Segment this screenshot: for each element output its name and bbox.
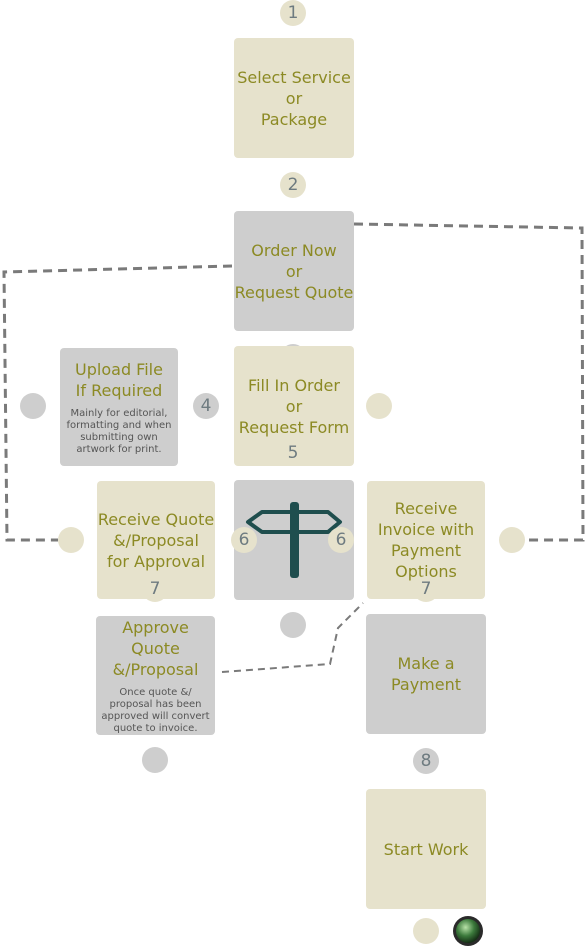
puzzle-knob — [280, 0, 306, 26]
green-button-icon — [453, 916, 483, 946]
step-select-service: Select Service or Package — [234, 38, 354, 158]
step-number-7-approve: 7 — [142, 576, 168, 602]
step-order-now-title: Order Now or Request Quote — [234, 240, 354, 302]
step-approve-quote-title: Approve Quote &/Proposal — [112, 617, 199, 679]
puzzle-knob — [413, 918, 439, 944]
step-number-8: 8 — [413, 748, 439, 774]
dashed-connector-left — [2, 264, 233, 542]
step-approve-quote-subtitle: Once quote &/ proposal has been approved… — [101, 686, 210, 734]
step-fill-in-form-title: Fill In Order or Request Form — [238, 375, 350, 437]
step-number-4: 4 — [193, 393, 219, 419]
step-number-1: 1 — [287, 3, 299, 23]
puzzle-knob — [366, 393, 392, 419]
step-number-6-quote: 6 — [231, 527, 257, 553]
step-make-payment: Make a Payment — [366, 614, 486, 734]
step-upload-file-subtitle: Mainly for editorial, formatting and whe… — [66, 407, 172, 455]
step-start-work-title: Start Work — [383, 839, 469, 859]
puzzle-knob — [20, 393, 46, 419]
step-receive-invoice: Receive Invoice with Payment Options — [367, 481, 485, 599]
step-start-work: Start Work — [366, 789, 486, 909]
puzzle-knob — [142, 747, 168, 773]
puzzle-knob — [280, 612, 306, 638]
signpost-icon — [246, 502, 342, 578]
puzzle-knob — [58, 527, 84, 553]
puzzle-knob — [499, 527, 525, 553]
step-number-2: 2 — [280, 172, 306, 198]
step-number-6-invoice: 6 — [328, 527, 354, 553]
step-number-5: 5 — [280, 440, 306, 466]
step-number-7-payment: 7 — [413, 576, 439, 602]
step-make-payment-title: Make a Payment — [390, 654, 462, 694]
step-fill-in-form: Fill In Order or Request Form — [234, 346, 354, 466]
step-select-service-title: Select Service or Package — [237, 67, 351, 129]
step-upload-file: Upload File If Required Mainly for edito… — [60, 348, 178, 466]
step-receive-invoice-title: Receive Invoice with Payment Options — [377, 499, 475, 581]
step-order-now: Order Now or Request Quote — [234, 211, 354, 331]
step-receive-quote-title: Receive Quote &/Proposal for Approval — [97, 509, 215, 571]
step-upload-file-title: Upload File If Required — [75, 359, 163, 400]
dashed-connector-approve-invoice — [221, 602, 364, 673]
step-approve-quote: Approve Quote &/Proposal Once quote &/ p… — [96, 616, 215, 735]
